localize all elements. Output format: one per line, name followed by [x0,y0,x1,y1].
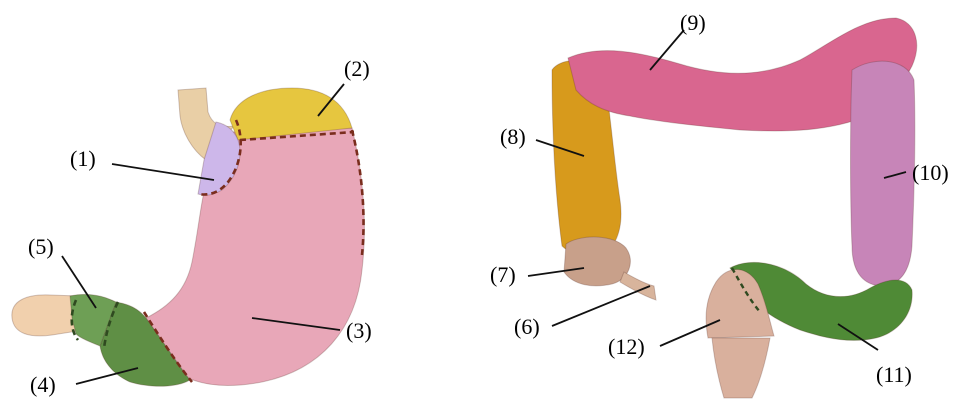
label-8: (8) [500,126,526,148]
label-9: (9) [680,12,706,34]
leader-line-1 [112,164,214,180]
label-10: (10) [912,162,949,184]
label-2: (2) [344,58,370,80]
label-11: (11) [876,364,912,386]
stomach [12,88,365,386]
label-3: (3) [346,320,372,342]
label-12: (12) [608,336,645,358]
cecum [564,237,630,286]
descending-colon [851,61,915,286]
label-4: (4) [30,374,56,396]
label-7: (7) [490,264,516,286]
stomach-body [146,128,364,385]
label-5: (5) [28,236,54,258]
large-intestine [552,18,917,398]
label-6: (6) [514,316,540,338]
label-1: (1) [70,148,96,170]
leader-line-6 [552,286,650,326]
anal-canal [712,338,770,398]
